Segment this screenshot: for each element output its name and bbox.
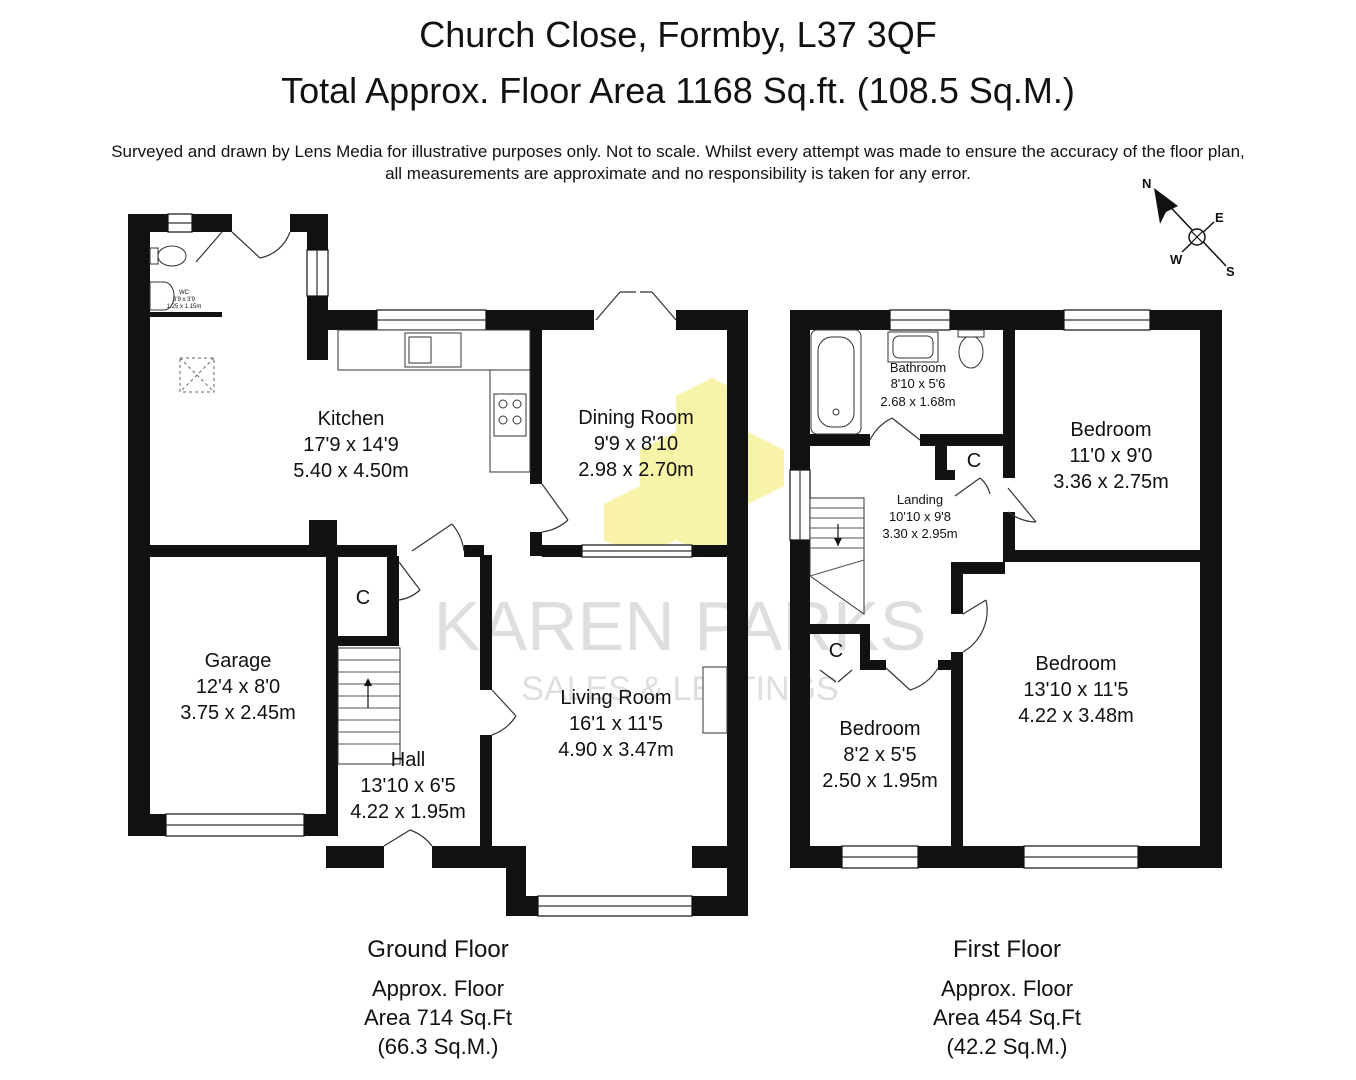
watermark-line-2: SALES & LETTINGS xyxy=(521,670,838,708)
ground-floor-name: Ground Floor xyxy=(367,936,509,963)
bedroom-sw-imperial: 8'2 x 5'5 xyxy=(843,744,916,766)
bedroom-sw-name: Bedroom xyxy=(839,718,920,740)
ground-floor-plan: WC 3'9 x 3'9 1.25 x 1.15m Kitchen 17'9 x… xyxy=(128,213,748,917)
wc-toilet xyxy=(157,245,187,267)
compass-north: N xyxy=(1142,176,1151,191)
first-floor-doors xyxy=(819,417,1037,691)
living-room-imperial: 16'1 x 11'5 xyxy=(569,713,663,735)
bathroom-toilet xyxy=(958,335,984,369)
wc-metric: 1.25 x 1.15m xyxy=(167,304,202,310)
ground-floor-walls xyxy=(128,214,748,916)
wc-name: WC xyxy=(179,290,190,296)
ground-cupboard-name: C xyxy=(356,587,370,609)
skylight xyxy=(179,357,215,393)
disclaimer-line-2: all measurements are approximate and no … xyxy=(385,164,971,183)
ground-floor-windows xyxy=(165,213,693,917)
ground-floor-doors xyxy=(231,231,677,847)
kitchen-imperial: 17'9 x 14'9 xyxy=(303,434,399,456)
first-floor-windows xyxy=(789,309,1151,869)
ground-floor-room-labels: WC 3'9 x 3'9 1.25 x 1.15m Kitchen 17'9 x… xyxy=(167,290,694,823)
compass-west: W xyxy=(1170,252,1183,267)
wc-imperial: 3'9 x 3'9 xyxy=(173,297,196,303)
bedroom-se-imperial: 13'10 x 11'5 xyxy=(1023,679,1128,701)
bedroom-ne-name: Bedroom xyxy=(1070,419,1151,441)
bedroom-cupboard-name: C xyxy=(829,640,843,662)
living-room-name: Living Room xyxy=(560,687,671,709)
hob xyxy=(493,393,527,437)
first-floor-area-line-1: Approx. Floor xyxy=(940,976,1074,1001)
first-floor-plan: Bathroom 8'10 x 5'6 2.68 x 1.68m Bedroom… xyxy=(789,309,1222,869)
hall-imperial: 13'10 x 6'5 xyxy=(360,775,456,797)
dining-room-metric: 2.98 x 2.70m xyxy=(578,459,694,481)
ground-floor-area-line-1: Approx. Floor xyxy=(371,976,505,1001)
plan-title-address: Church Close, Formby, L37 3QF xyxy=(419,14,937,55)
bathroom-name: Bathroom xyxy=(890,360,946,375)
hall-metric: 4.22 x 1.95m xyxy=(350,801,466,823)
bedroom-ne-metric: 3.36 x 2.75m xyxy=(1053,471,1169,493)
ground-floor-area: Approx. Floor Area 714 Sq.Ft (66.3 Sq.M.… xyxy=(288,974,588,1061)
first-floor-walls xyxy=(790,310,1222,868)
living-room-metric: 4.90 x 3.47m xyxy=(558,739,674,761)
first-floor-fixtures xyxy=(809,329,985,615)
fireplace xyxy=(702,666,728,734)
first-floor-area-line-3: (42.2 Sq.M.) xyxy=(946,1034,1068,1059)
bedroom-ne-imperial: 11'0 x 9'0 xyxy=(1070,445,1153,467)
first-floor-area: Approx. Floor Area 454 Sq.Ft (42.2 Sq.M.… xyxy=(857,974,1157,1061)
hall-name: Hall xyxy=(391,749,425,771)
garage-metric: 3.75 x 2.45m xyxy=(180,702,296,724)
ground-floor-area-line-2: Area 714 Sq.Ft xyxy=(364,1005,512,1030)
garage-name: Garage xyxy=(205,650,272,672)
garage-imperial: 12'4 x 8'0 xyxy=(196,676,280,698)
landing-cupboard-name: C xyxy=(967,450,981,472)
disclaimer-line-1: Surveyed and drawn by Lens Media for ill… xyxy=(111,142,1245,161)
bedroom-sw-metric: 2.50 x 1.95m xyxy=(822,770,938,792)
ground-stairs xyxy=(337,647,401,765)
kitchen-metric: 5.40 x 4.50m xyxy=(293,460,409,482)
first-floor-area-line-2: Area 454 Sq.Ft xyxy=(933,1005,1081,1030)
compass-icon: N E W S xyxy=(1142,176,1235,279)
bedroom-se-name: Bedroom xyxy=(1035,653,1116,675)
first-stairs xyxy=(809,497,865,615)
kitchen-name: Kitchen xyxy=(318,408,385,430)
dining-room-name: Dining Room xyxy=(578,407,694,429)
ground-floor-fixtures xyxy=(149,231,728,765)
landing-name: Landing xyxy=(897,492,943,507)
ground-floor-area-line-3: (66.3 Sq.M.) xyxy=(377,1034,499,1059)
first-floor-room-labels: Bathroom 8'10 x 5'6 2.68 x 1.68m Bedroom… xyxy=(822,360,1169,792)
first-floor-caption: First Floor Approx. Floor Area 454 Sq.Ft… xyxy=(857,936,1157,1061)
bathroom-imperial: 8'10 x 5'6 xyxy=(891,376,946,391)
wc-basin xyxy=(149,281,175,311)
compass-east: E xyxy=(1215,210,1224,225)
first-floor-name: First Floor xyxy=(953,936,1061,963)
dining-room-imperial: 9'9 x 8'10 xyxy=(594,433,678,455)
plan-title-total-area: Total Approx. Floor Area 1168 Sq.ft. (10… xyxy=(281,70,1075,111)
ground-floor-caption: Ground Floor Approx. Floor Area 714 Sq.F… xyxy=(288,936,588,1061)
bedroom-se-metric: 4.22 x 3.48m xyxy=(1018,705,1134,727)
landing-imperial: 10'10 x 9'8 xyxy=(889,509,951,524)
compass-south: S xyxy=(1226,264,1235,279)
bathroom-metric: 2.68 x 1.68m xyxy=(880,394,955,409)
landing-metric: 3.30 x 2.95m xyxy=(882,526,957,541)
